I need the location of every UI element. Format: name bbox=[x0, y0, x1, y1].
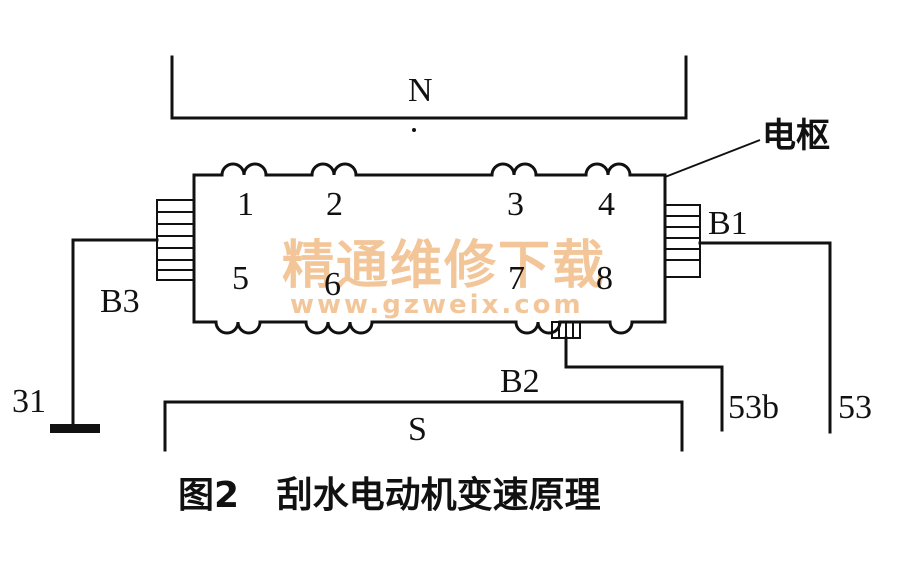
wire-b1-to-53 bbox=[698, 241, 832, 434]
coil-label-7: 7 bbox=[508, 260, 525, 297]
brush-b1-label: B1 bbox=[708, 205, 748, 242]
brush-b1-commutator bbox=[664, 204, 701, 278]
brush-b3-label: B3 bbox=[100, 283, 140, 320]
north-pole bbox=[170, 55, 688, 132]
wire-b2-to-53b bbox=[564, 336, 724, 432]
watermark-url: www.gzweix.com bbox=[290, 290, 584, 320]
terminal-31-label: 31 bbox=[12, 383, 46, 420]
coil-label-5: 5 bbox=[232, 260, 249, 297]
coil-label-2: 2 bbox=[326, 186, 343, 223]
terminal-53-label: 53 bbox=[838, 389, 872, 426]
coil-label-4: 4 bbox=[598, 186, 615, 223]
north-pole-label: N bbox=[408, 72, 433, 109]
coil-label-3: 3 bbox=[507, 186, 524, 223]
figure-caption: 图2 刮水电动机变速原理 bbox=[178, 474, 601, 516]
south-pole bbox=[163, 400, 684, 452]
terminal-53b-label: 53b bbox=[728, 389, 779, 426]
armature-label: 电枢 bbox=[762, 116, 830, 156]
brush-b2-label: B2 bbox=[500, 363, 540, 400]
brush-b3-commutator bbox=[156, 199, 195, 281]
watermark-text: 精通维修下载 bbox=[282, 236, 606, 296]
coil-label-8: 8 bbox=[596, 260, 613, 297]
armature-leader-line bbox=[664, 139, 761, 178]
coil-label-6: 6 bbox=[324, 266, 341, 303]
coil-label-1: 1 bbox=[237, 186, 254, 223]
wire-b3-to-31 bbox=[50, 238, 159, 433]
south-pole-label: S bbox=[408, 411, 427, 448]
